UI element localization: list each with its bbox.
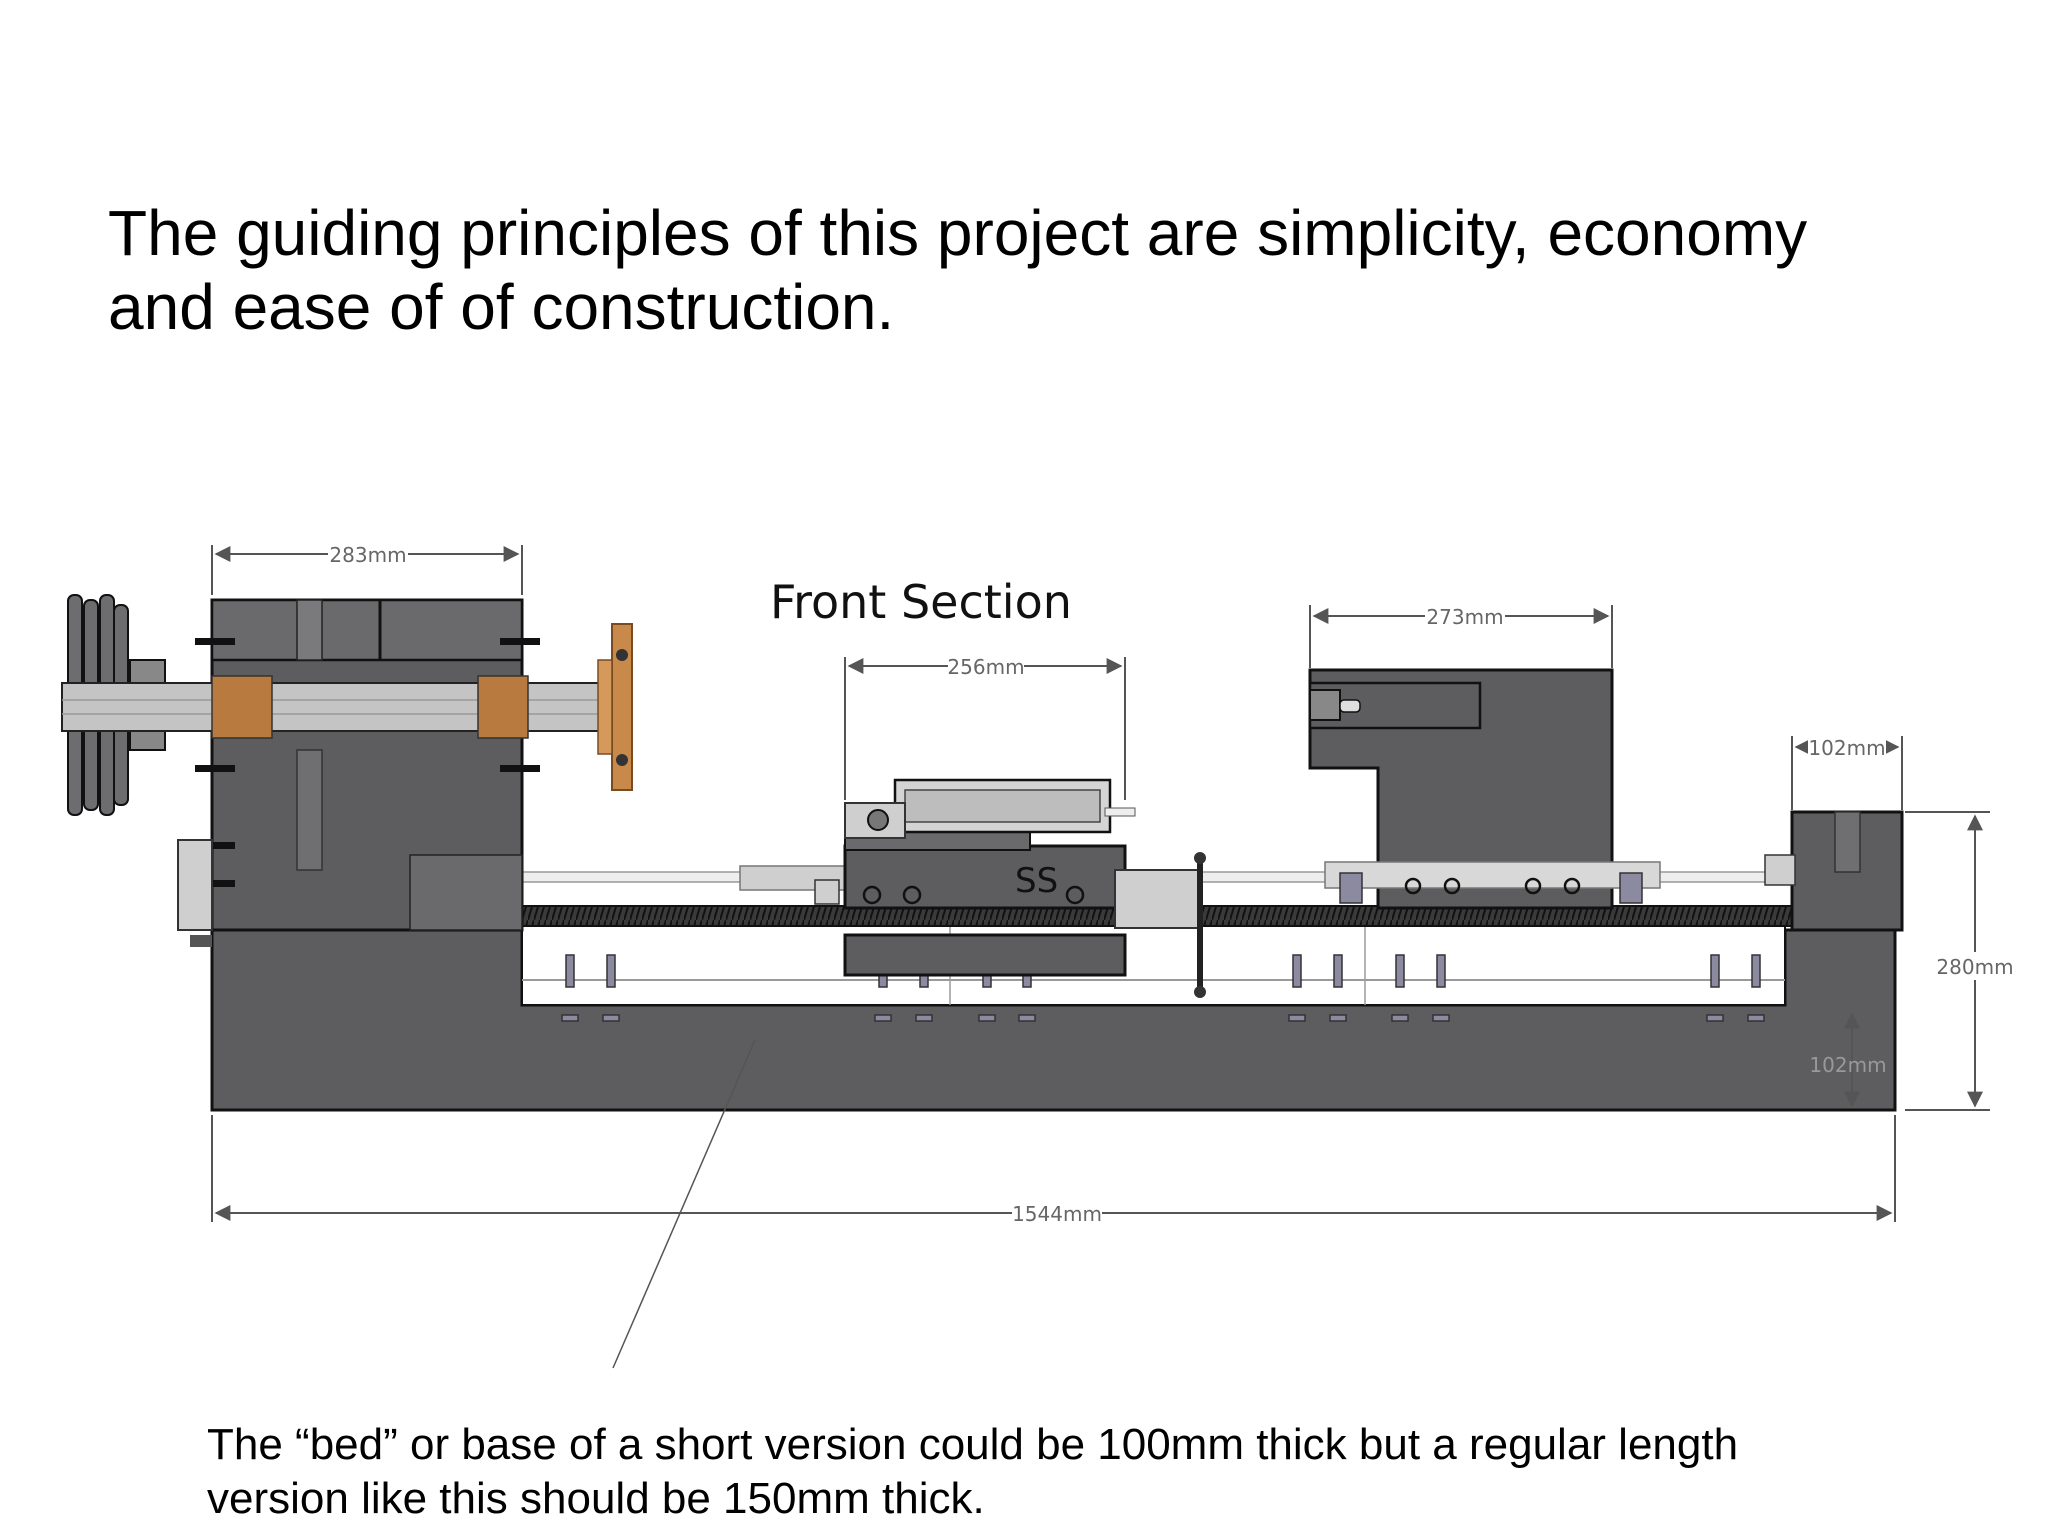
dim-tailstock-width: 273mm — [1426, 605, 1503, 629]
caption-line-1: The “bed” or base of a short version cou… — [207, 1420, 1739, 1469]
dim-overall-height: 280mm — [1936, 955, 2013, 979]
saddle-label: SS — [1015, 861, 1058, 901]
dim-overall-length: 1544mm — [1012, 1202, 1102, 1226]
headline: The guiding principles of this project a… — [108, 196, 1988, 344]
dim-carriage-width: 256mm — [947, 655, 1024, 679]
headline-line-1: The guiding principles of this project a… — [108, 197, 1808, 269]
dim-headstock-width: 283mm — [329, 543, 406, 567]
bed-leader-line — [612, 1039, 756, 1369]
caption-line-2: version like this should be 150mm thick. — [207, 1474, 985, 1523]
spindle — [61, 675, 623, 739]
caption: The “bed” or base of a short version cou… — [207, 1418, 2027, 1526]
tailstock — [1308, 668, 1661, 910]
headstock — [177, 598, 540, 947]
dim-end-block-width: 102mm — [1808, 736, 1885, 760]
end-block — [1764, 810, 1904, 932]
drawing-title: Front Section — [770, 575, 1072, 629]
dim-bed-thickness: 102mm — [1809, 1053, 1886, 1077]
faceplate — [597, 623, 633, 791]
headline-line-2: and ease of of construction. — [108, 271, 895, 343]
carriage — [739, 778, 1206, 998]
